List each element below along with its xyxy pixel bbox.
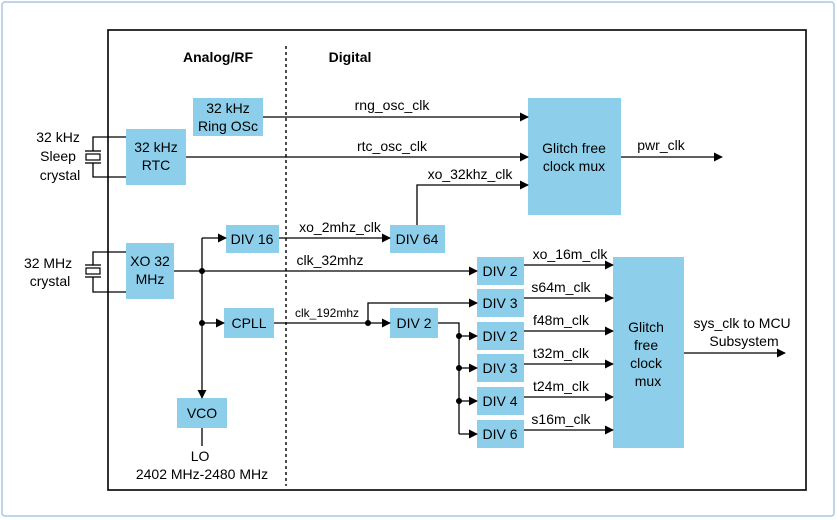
div2-a-block: DIV 2 [477, 257, 524, 285]
svg-text:DIV 16: DIV 16 [231, 231, 274, 247]
junction-dots [199, 268, 462, 404]
rng-osc-clk-label: rng_osc_clk [355, 97, 431, 113]
crystal-32khz-label: 32 kHz Sleep crystal [36, 129, 83, 183]
svg-text:DIV 6: DIV 6 [482, 426, 517, 442]
f48m-clk-label: f48m_clk [533, 312, 590, 328]
div2-b-block: DIV 2 [477, 322, 524, 350]
s16m-clk-label: s16m_clk [531, 411, 591, 427]
svg-text:DIV 2: DIV 2 [396, 315, 431, 331]
glitch-free-mux-bottom: Glitch free clock mux [613, 257, 684, 448]
div6-block: DIV 6 [477, 420, 524, 448]
div3-b-block: DIV 3 [477, 354, 524, 382]
svg-text:DIV 4: DIV 4 [482, 393, 517, 409]
clk-192mhz-label: clk_192mhz [295, 306, 359, 320]
svg-text:DIV 2: DIV 2 [482, 263, 517, 279]
digital-header: Digital [329, 49, 372, 65]
s64m-clk-label: s64m_clk [531, 279, 591, 295]
lo-label: LO 2402 MHz-2480 MHz [136, 448, 268, 482]
wires [174, 112, 786, 446]
crystal-32mhz-symbol [85, 251, 126, 293]
svg-text:DIV 3: DIV 3 [482, 295, 517, 311]
svg-text:DIV 2: DIV 2 [482, 328, 517, 344]
vco-block: VCO [177, 398, 227, 428]
sys-clk-label: sys_clk to MCU Subsystem [693, 315, 794, 349]
cpll-block: CPLL [224, 308, 274, 338]
analog-rf-header: Analog/RF [183, 49, 253, 65]
svg-text:DIV 3: DIV 3 [482, 360, 517, 376]
div2-main-block: DIV 2 [390, 308, 438, 338]
clk-32mhz-label: clk_32mhz [297, 252, 364, 268]
xo-16m-clk-label: xo_16m_clk [533, 246, 609, 262]
div3-a-block: DIV 3 [477, 289, 524, 317]
svg-text:VCO: VCO [187, 405, 217, 421]
xo-32khz-clk-label: xo_32khz_clk [428, 166, 514, 182]
div64-block: DIV 64 [390, 225, 445, 253]
t24m-clk-label: t24m_clk [533, 378, 590, 394]
svg-text:DIV 64: DIV 64 [396, 231, 439, 247]
svg-text:CPLL: CPLL [231, 315, 266, 331]
crystal-32mhz-label: 32 MHz crystal [24, 255, 76, 289]
crystal-32khz-symbol [85, 136, 126, 178]
div4-block: DIV 4 [477, 387, 524, 415]
t32m-clk-label: t32m_clk [533, 345, 590, 361]
pwr-clk-label: pwr_clk [637, 137, 685, 153]
div16-block: DIV 16 [226, 225, 279, 253]
rtc-osc-clk-label: rtc_osc_clk [357, 138, 428, 154]
svg-text:Glitch free clock: Glitch free clock mux [628, 319, 668, 389]
xo-2mhz-clk-label: xo_2mhz_clk [299, 219, 382, 235]
